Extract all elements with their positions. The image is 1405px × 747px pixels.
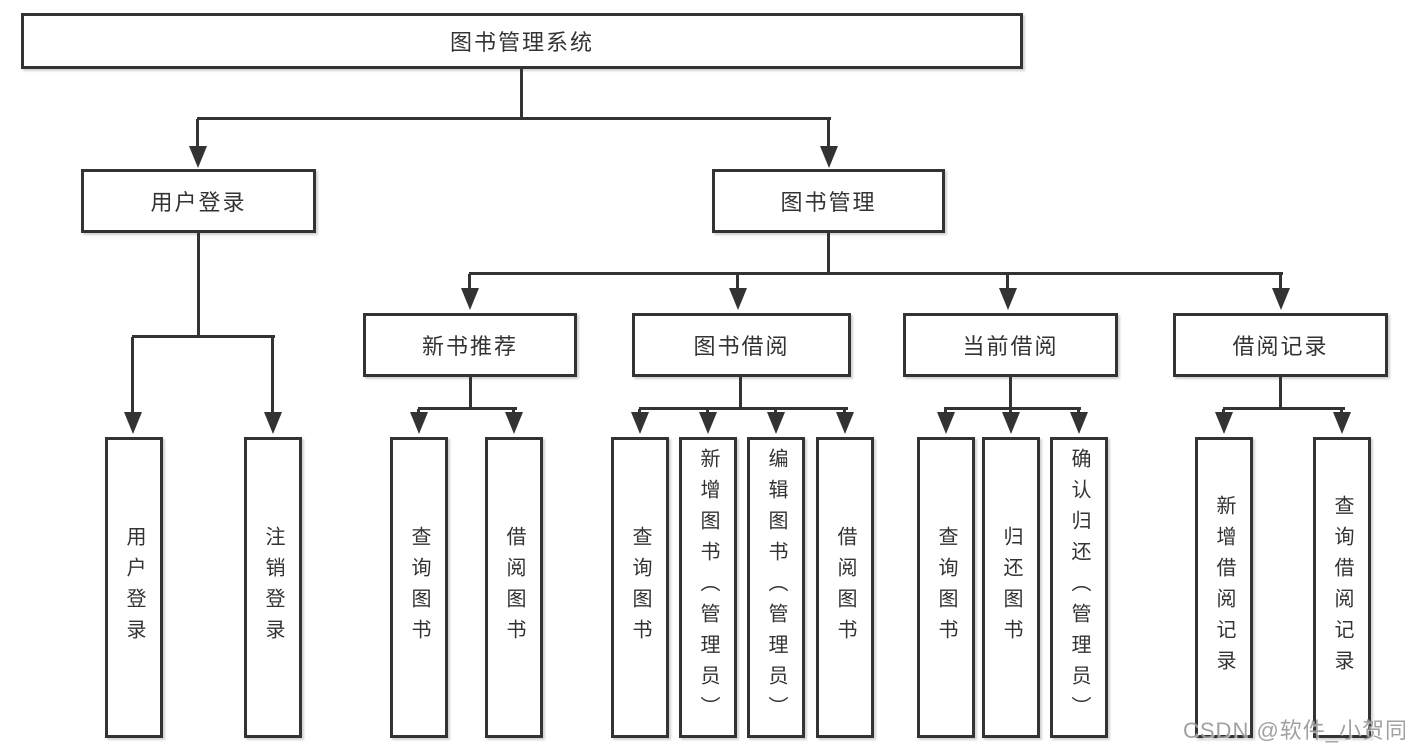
leaf-borrow-books-recommend: 借阅图书 <box>485 437 543 738</box>
node-book-borrowing: 图书借阅 <box>632 313 851 377</box>
leaf-query-borrow-record: 查询借阅记录 <box>1313 437 1371 738</box>
connector-line <box>520 69 523 120</box>
connector-arrow <box>189 119 207 168</box>
connector-arrow <box>999 274 1017 310</box>
leaf-logout: 注销登录 <box>244 437 302 738</box>
connector-arrow <box>410 409 428 434</box>
connector-arrow <box>1002 409 1020 434</box>
connector-arrow <box>767 409 785 434</box>
leaf-add-borrow-record: 新增借阅记录 <box>1195 437 1253 738</box>
connector-arrow <box>1333 409 1351 434</box>
leaf-return-book: 归还图书 <box>982 437 1040 738</box>
connector-arrow <box>124 337 142 434</box>
node-current-borrowing: 当前借阅 <box>903 313 1118 377</box>
leaf-user-login: 用户登录 <box>105 437 163 738</box>
connector-line <box>1223 407 1345 410</box>
connector-line <box>1279 377 1282 409</box>
connector-line <box>469 272 1283 275</box>
leaf-query-books-recommend: 查询图书 <box>390 437 448 738</box>
connector-line <box>944 407 1081 410</box>
leaf-query-books-borrow: 查询图书 <box>611 437 669 738</box>
connector-line <box>132 335 275 338</box>
node-user-login: 用户登录 <box>81 169 316 233</box>
node-new-book-recommendation: 新书推荐 <box>363 313 577 377</box>
connector-arrow <box>631 409 649 434</box>
connector-line <box>469 377 472 409</box>
connector-line <box>197 117 831 120</box>
node-library-system: 图书管理系统 <box>21 13 1023 69</box>
connector-arrow <box>1215 409 1233 434</box>
connector-line <box>827 233 830 275</box>
connector-line <box>739 377 742 409</box>
connector-arrow <box>461 274 479 310</box>
leaf-add-book-admin: 新增图书（管理员） <box>679 437 737 738</box>
connector-line <box>418 407 517 410</box>
watermark: CSDN @软件_小贺同学 <box>1183 718 1405 743</box>
connector-arrow <box>729 274 747 310</box>
connector-arrow <box>820 119 838 168</box>
connector-arrow <box>937 409 955 434</box>
leaf-borrow-books: 借阅图书 <box>816 437 874 738</box>
leaf-confirm-return-admin: 确认归还（管理员） <box>1050 437 1108 738</box>
node-borrowing-records: 借阅记录 <box>1173 313 1388 377</box>
node-book-management: 图书管理 <box>712 169 945 233</box>
connector-arrow <box>836 409 854 434</box>
connector-arrow <box>264 337 282 434</box>
connector-line <box>197 233 200 337</box>
connector-arrow <box>1070 409 1088 434</box>
connector-arrow <box>699 409 717 434</box>
leaf-edit-book-admin: 编辑图书（管理员） <box>747 437 805 738</box>
leaf-query-books-current: 查询图书 <box>917 437 975 738</box>
connector-line <box>1009 377 1012 409</box>
connector-arrow <box>1272 274 1290 310</box>
connector-arrow <box>505 409 523 434</box>
connector-line <box>639 407 848 410</box>
